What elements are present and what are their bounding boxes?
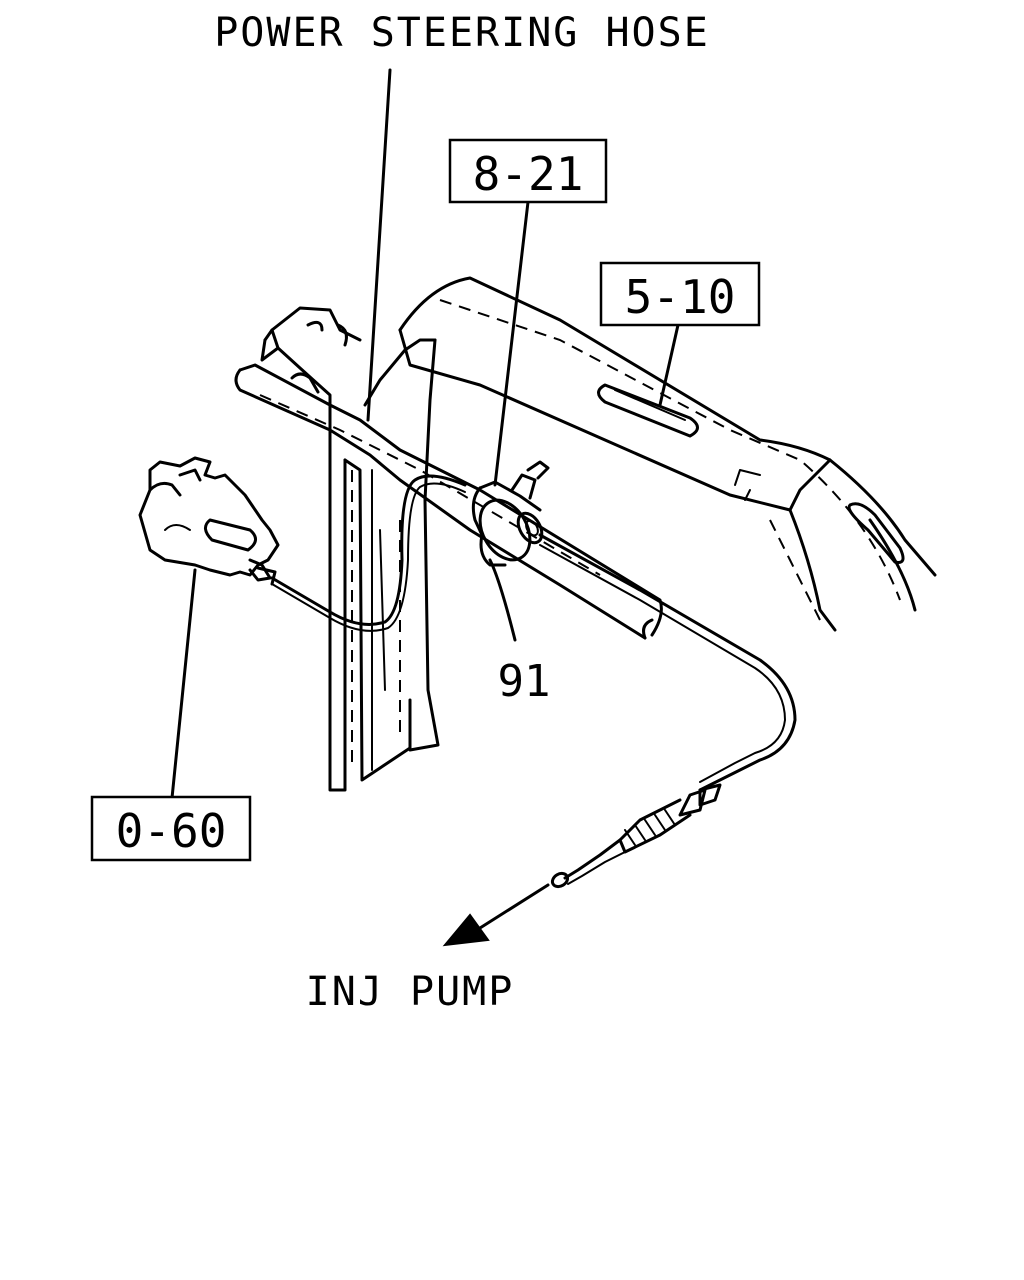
accelerator-cable: [270, 474, 797, 889]
inj-pump-arrow: [442, 883, 550, 947]
power-steering-hose: [234, 363, 663, 640]
callout-0-60-text: 0-60: [116, 804, 227, 858]
callout-8-21-text: 8-21: [473, 147, 584, 201]
inj-pump-label: INJ PUMP: [306, 969, 515, 1015]
callout-8-21: 8-21: [448, 138, 608, 204]
callout-0-60: 0-60: [90, 795, 252, 862]
callout-5-10: 5-10: [599, 261, 761, 327]
part-91-label: 91: [498, 656, 551, 707]
leader-lines: [170, 68, 680, 800]
clamp-part-91: [471, 460, 550, 567]
frame-crossmember: [398, 276, 937, 632]
pedal-bracket: [138, 456, 280, 586]
callout-5-10-text: 5-10: [625, 270, 736, 324]
vertical-bracket: [260, 306, 440, 792]
power-steering-hose-label: POWER STEERING HOSE: [214, 10, 710, 56]
